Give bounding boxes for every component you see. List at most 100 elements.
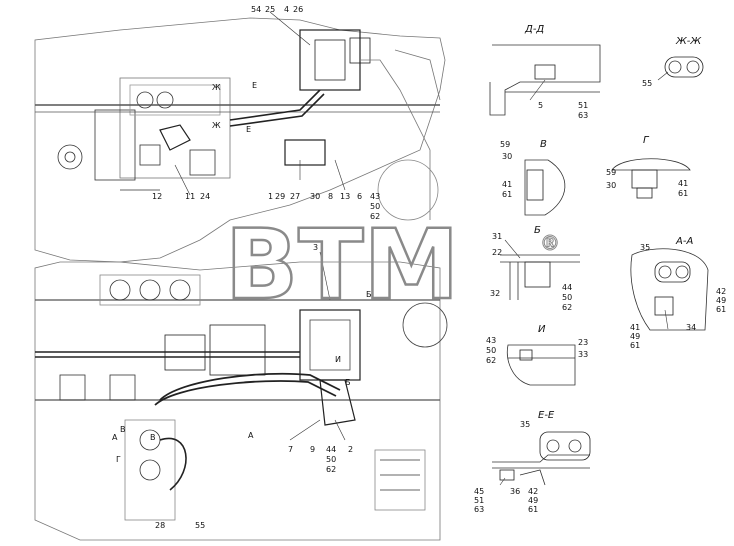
callout-7: 7 — [288, 445, 293, 454]
section-mark-e1: Е — [252, 81, 257, 90]
aa-callout-61-right: 61 — [716, 305, 726, 314]
view-title-dd: Д-Д — [524, 24, 544, 35]
callout-25: 25 — [265, 5, 275, 14]
g-callout-41: 41 — [678, 179, 688, 188]
callout-44: 44 — [326, 445, 336, 454]
b-callout-22: 22 — [492, 248, 502, 257]
section-mark-zh1: Ж — [212, 83, 221, 92]
callout-43: 43 — [370, 192, 380, 201]
g-callout-59: 59 — [606, 168, 616, 177]
callout-62-lower: 62 — [326, 465, 336, 474]
view-ee-drawing — [492, 431, 591, 486]
callout-29: 29 — [275, 192, 285, 201]
section-mark-a1: А — [112, 433, 118, 442]
aa-callout-49-left: 49 — [630, 332, 640, 341]
v-callout-30: 30 — [502, 152, 512, 161]
leader-lines — [174, 11, 669, 486]
i-callout-33: 33 — [578, 350, 588, 359]
v-callout-41: 41 — [502, 180, 512, 189]
callout-27: 27 — [290, 192, 300, 201]
zhzh-callout-55: 55 — [642, 79, 652, 88]
ee-callout-35: 35 — [520, 420, 530, 429]
view-v-drawing — [524, 159, 566, 216]
callout-26: 26 — [293, 5, 303, 14]
view-title-zhzh: Ж-Ж — [675, 36, 702, 47]
dd-callout-63: 63 — [578, 111, 588, 120]
callout-11: 11 — [185, 192, 195, 201]
lower-chassis-view — [34, 261, 448, 541]
view-zhzh-drawing — [664, 56, 704, 78]
dd-callout-51: 51 — [578, 101, 588, 110]
section-mark-a2: А — [248, 431, 254, 440]
ee-callout-45: 45 — [474, 487, 484, 496]
callout-24: 24 — [200, 192, 210, 201]
callout-30: 30 — [310, 192, 320, 201]
b-callout-62: 62 — [562, 303, 572, 312]
aa-callout-49-right: 49 — [716, 296, 726, 305]
b-callout-50: 50 — [562, 293, 572, 302]
aa-callout-42: 42 — [716, 287, 726, 296]
callout-6: 6 — [357, 192, 362, 201]
section-mark-b1: Б — [345, 378, 351, 387]
g-callout-61: 61 — [678, 189, 688, 198]
aa-callout-41: 41 — [630, 323, 640, 332]
ee-callout-49: 49 — [528, 496, 538, 505]
view-title-v: В — [540, 139, 547, 150]
section-mark-i: И — [335, 355, 341, 364]
callout-55: 55 — [195, 521, 205, 530]
ee-callout-51: 51 — [474, 496, 484, 505]
callout-50: 50 — [370, 202, 380, 211]
b-callout-32: 32 — [490, 289, 500, 298]
callout-4: 4 — [284, 5, 289, 14]
view-title-b: Б — [534, 225, 541, 236]
section-mark-b2: Б — [366, 290, 372, 299]
i-callout-50: 50 — [486, 346, 496, 355]
view-aa-drawing — [630, 248, 709, 331]
b-callout-44: 44 — [562, 283, 572, 292]
watermark-registered-mark: ® — [540, 231, 560, 255]
v-callout-59: 59 — [500, 140, 510, 149]
view-g-drawing — [611, 158, 691, 199]
aa-callout-35: 35 — [640, 243, 650, 252]
callout-2: 2 — [348, 445, 353, 454]
callout-62: 62 — [370, 212, 380, 221]
g-callout-30: 30 — [606, 181, 616, 190]
view-i-drawing — [506, 344, 576, 386]
view-b-drawing — [500, 254, 580, 300]
ee-callout-42: 42 — [528, 487, 538, 496]
i-callout-62: 62 — [486, 356, 496, 365]
view-title-i: И — [538, 324, 546, 335]
ee-callout-36: 36 — [510, 487, 520, 496]
section-mark-v1: В — [120, 425, 126, 434]
callout-13: 13 — [340, 192, 350, 201]
watermark: BTM ® — [224, 208, 561, 323]
ee-callout-61: 61 — [528, 505, 538, 514]
view-dd-drawing — [489, 44, 601, 116]
callout-54: 54 — [251, 5, 261, 14]
i-callout-43: 43 — [486, 336, 496, 345]
section-mark-zh2: Ж — [212, 121, 221, 130]
view-title-aa: А-А — [675, 236, 693, 247]
section-mark-g: Г — [116, 455, 121, 464]
ee-callout-63: 63 — [474, 505, 484, 514]
i-callout-23: 23 — [578, 338, 588, 347]
v-callout-61: 61 — [502, 190, 512, 199]
callout-8: 8 — [328, 192, 333, 201]
section-mark-v2: В — [150, 433, 156, 442]
callout-9: 9 — [310, 445, 315, 454]
view-title-ee: Е-Е — [538, 410, 555, 421]
upper-chassis-view — [34, 17, 446, 263]
callout-28: 28 — [155, 521, 165, 530]
aa-callout-34: 34 — [686, 323, 696, 332]
callout-3: 3 — [313, 243, 318, 252]
dd-callout-5: 5 — [538, 101, 543, 110]
view-title-g: Г — [643, 135, 650, 146]
b-callout-31: 31 — [492, 232, 502, 241]
callout-50-lower: 50 — [326, 455, 336, 464]
aa-callout-61-left: 61 — [630, 341, 640, 350]
callout-12: 12 — [152, 192, 162, 201]
callout-1: 1 — [268, 192, 273, 201]
watermark-text: BTM — [225, 209, 459, 321]
